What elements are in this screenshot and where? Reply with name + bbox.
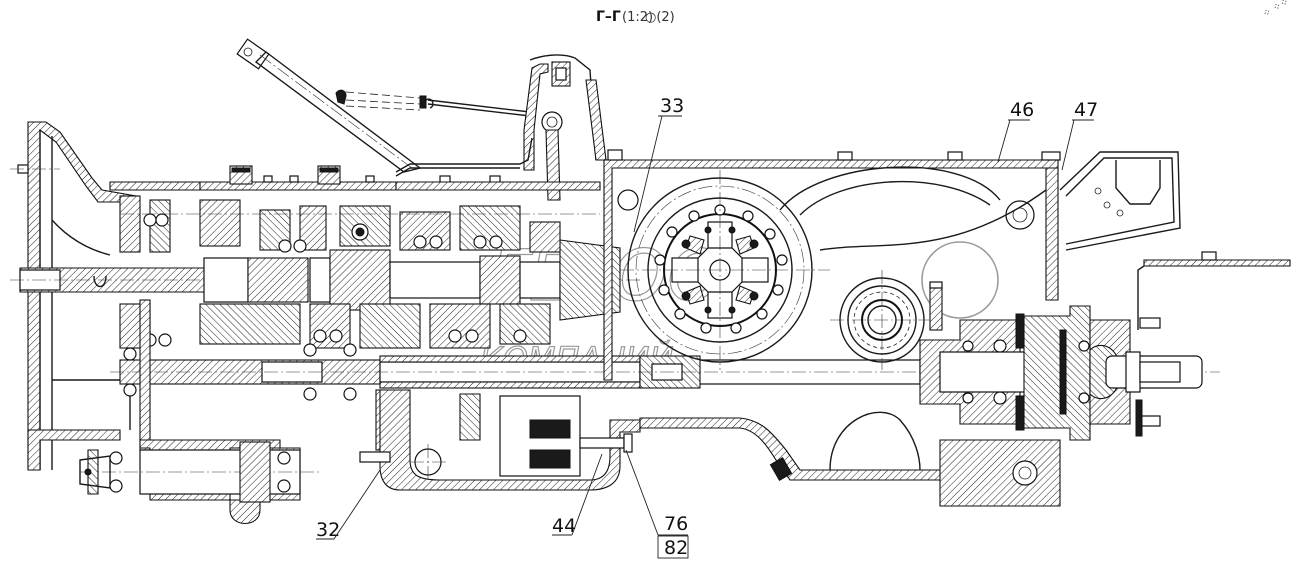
callout-label-32: 32 — [316, 519, 340, 541]
lower-mount-hole — [1012, 460, 1038, 486]
section-title: Г–Г (1:2) ○(2) — [596, 9, 675, 25]
callout-label-44: 44 — [552, 515, 576, 537]
lever-pivot-icon — [243, 47, 253, 57]
pto-drive-lower — [79, 439, 320, 524]
callout-label-76: 76 — [664, 513, 688, 535]
callout-label-46: 46 — [1010, 99, 1034, 121]
shift-lever — [236, 38, 531, 173]
upper-gear-row — [119, 195, 600, 253]
callout-label-82: 82 — [664, 537, 688, 559]
corner-mark: ⁘ ⁘⁘ — [1261, 0, 1291, 20]
pto-output-assembly — [919, 305, 1203, 441]
pto-flange — [87, 449, 99, 495]
callout-32: 32 — [316, 469, 381, 541]
housing-47-wall — [1045, 167, 1059, 301]
lower-gear-row — [119, 303, 551, 349]
snap-ring-icon — [93, 275, 107, 288]
synchroniser-1 — [203, 257, 249, 303]
callouts: 33 46 47 32 44 76 — [316, 95, 1098, 559]
callout-box-82 — [657, 535, 689, 559]
pto-gear — [239, 441, 271, 503]
selector-shaft — [541, 111, 563, 133]
gear-cluster — [329, 249, 391, 311]
callout-44: 44 — [552, 453, 603, 537]
differential — [620, 170, 830, 370]
pto-bolt-bottom — [1139, 415, 1161, 427]
callout-label-47: 47 — [1074, 99, 1098, 121]
clutch-pack — [359, 389, 641, 491]
shift-tower — [395, 54, 607, 201]
gearbox-top-cover — [109, 165, 601, 191]
pinion-shaft — [519, 261, 561, 299]
callout-33: 33 — [633, 95, 684, 233]
callout-label-33: 33 — [660, 95, 684, 117]
callout-76-82: 76 82 — [625, 449, 689, 559]
pto-bolt-top — [1139, 317, 1161, 329]
step-plate — [1143, 259, 1291, 267]
rear-brackets — [1059, 151, 1291, 330]
section-label: Г–Г — [596, 9, 621, 25]
final-drive-bearing — [830, 270, 943, 370]
bearing-stud — [929, 285, 943, 331]
bolt-32 — [359, 451, 391, 463]
planet-gears — [681, 226, 759, 314]
section-scale: (1:2) — [622, 10, 653, 25]
mounting-boss — [1005, 200, 1035, 230]
callout-47: 47 — [1061, 99, 1098, 171]
ring-bolts — [654, 204, 788, 334]
watermark-ring — [921, 241, 999, 319]
section-marks: ○(2) — [645, 10, 675, 25]
callout-46: 46 — [997, 99, 1034, 163]
bell-housing — [10, 121, 137, 471]
bolt-76 — [579, 437, 625, 449]
rear-axle-housing — [603, 149, 1061, 507]
